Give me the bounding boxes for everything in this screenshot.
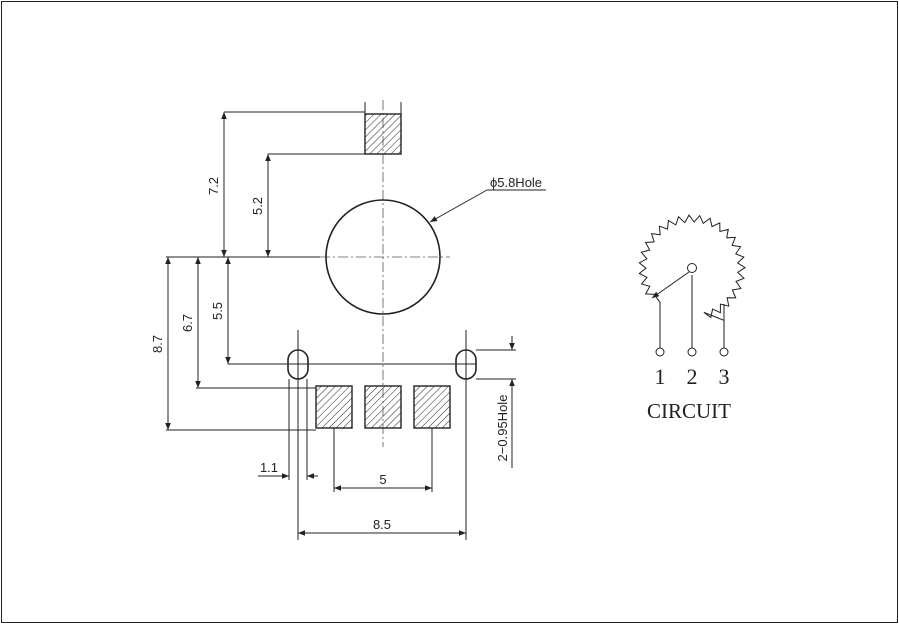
dim-8-7-label: 8.7 [150, 335, 165, 353]
wiper-pivot [687, 263, 697, 273]
pin-2-terminal [687, 347, 697, 357]
circuit-symbol: 1 2 3 CIRCUIT [638, 214, 746, 423]
dim-5-2-label: 5.2 [250, 197, 265, 215]
dim-1-1-label: 1.1 [260, 460, 278, 475]
dim-5-label: 5 [379, 472, 386, 487]
footprint-view: 7.2 5.2 5.5 6.7 8.7 1.1 5 8.5 ϕ5.8Hole 2… [150, 100, 546, 540]
resistor-element [638, 214, 746, 322]
circuit-title: CIRCUIT [647, 399, 731, 423]
pin-2-label: 2 [687, 364, 698, 389]
pad-2 [364, 385, 402, 429]
dim-5-5-label: 5.5 [210, 302, 225, 320]
dim-7-2-label: 7.2 [206, 177, 221, 195]
pin-3-terminal [719, 347, 729, 357]
dim-6-7-label: 6.7 [180, 314, 195, 332]
center-hole-callout: ϕ5.8Hole [490, 175, 542, 190]
top-pad [364, 113, 402, 155]
center-hole [325, 199, 441, 315]
dim-8-5-label: 8.5 [373, 517, 391, 532]
wiper-arrow [651, 271, 690, 299]
pin-hole-callout: 2−0.95Hole [495, 395, 510, 462]
pad-1 [315, 385, 353, 429]
pin-1-terminal [655, 347, 665, 357]
pin-1-label: 1 [655, 364, 666, 389]
pin-3-label: 3 [719, 364, 730, 389]
pad-3 [413, 385, 451, 429]
